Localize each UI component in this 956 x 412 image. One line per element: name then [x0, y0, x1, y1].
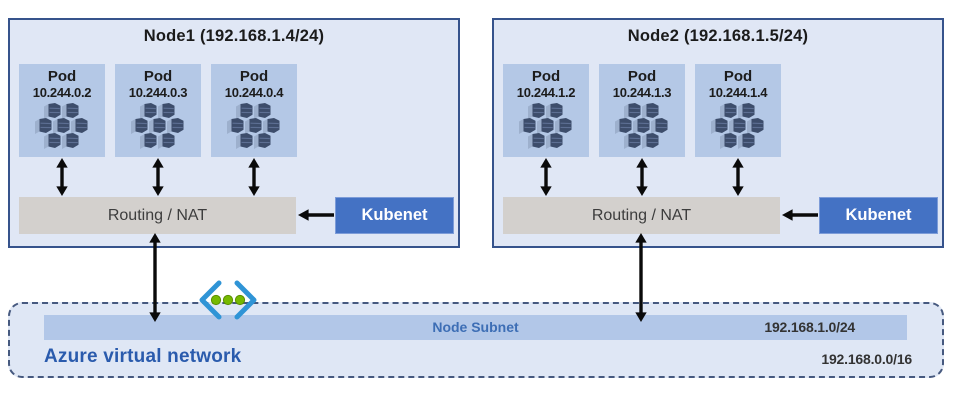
node1-subnet-arrow — [149, 233, 161, 322]
pod-box: Pod 10.244.0.4 — [211, 64, 297, 157]
kubenet-box: Kubenet — [819, 197, 938, 234]
pod-ip: 10.244.0.3 — [128, 85, 188, 100]
pod-label: Pod — [239, 68, 269, 85]
pod-routing-arrow — [152, 158, 164, 196]
pod-box: Pod 10.244.1.2 — [503, 64, 589, 157]
pod-ip: 10.244.0.2 — [32, 85, 92, 100]
azure-vnet-box: Node Subnet 192.168.1.0/24 Azure virtual… — [8, 302, 944, 378]
node1-title: Node1 (192.168.1.4/24) — [143, 27, 325, 45]
node2-title: Node2 (192.168.1.5/24) — [627, 27, 809, 45]
routing-nat-box: Routing / NAT — [19, 197, 296, 234]
routing-nat-box: Routing / NAT — [503, 197, 780, 234]
subnet-label: Node Subnet — [432, 319, 519, 335]
pod-label: Pod — [627, 68, 657, 85]
pod-containers-icon — [614, 103, 669, 149]
pod-containers-icon — [34, 103, 89, 149]
pod-containers-icon — [710, 103, 765, 149]
pod-ip: 10.244.1.2 — [516, 85, 576, 100]
subnet-cidr: 192.168.1.0/24 — [764, 319, 855, 335]
pod-label: Pod — [47, 68, 77, 85]
pod-label: Pod — [143, 68, 173, 85]
pod-containers-icon — [130, 103, 185, 149]
pod-box: Pod 10.244.1.4 — [695, 64, 781, 157]
vnet-cidr: 192.168.0.0/16 — [821, 351, 912, 367]
pod-routing-arrow — [636, 158, 648, 196]
vnet-label: Azure virtual network — [44, 346, 242, 367]
pod-box: Pod 10.244.1.3 — [599, 64, 685, 157]
node1-box: Node1 (192.168.1.4/24) Pod 10.244.0.2 Po… — [8, 18, 460, 248]
kubenet-routing-arrow — [298, 209, 334, 221]
node-subnet-band: Node Subnet 192.168.1.0/24 — [44, 315, 907, 340]
pod-routing-arrow — [248, 158, 260, 196]
kubenet-routing-arrow — [782, 209, 818, 221]
pod-box: Pod 10.244.0.3 — [115, 64, 201, 157]
node2-subnet-arrow — [635, 233, 647, 322]
pod-containers-icon — [226, 103, 281, 149]
pod-box: Pod 10.244.0.2 — [19, 64, 105, 157]
kubenet-box: Kubenet — [335, 197, 454, 234]
pod-label: Pod — [531, 68, 561, 85]
pod-routing-arrow — [732, 158, 744, 196]
pod-containers-icon — [518, 103, 573, 149]
pod-ip: 10.244.1.3 — [612, 85, 672, 100]
pod-routing-arrow — [56, 158, 68, 196]
pod-routing-arrow — [540, 158, 552, 196]
pod-ip: 10.244.0.4 — [224, 85, 284, 100]
pod-label: Pod — [723, 68, 753, 85]
pod-ip: 10.244.1.4 — [708, 85, 768, 100]
virtual-network-icon — [199, 280, 257, 320]
node2-box: Node2 (192.168.1.5/24) Pod 10.244.1.2 Po… — [492, 18, 944, 248]
